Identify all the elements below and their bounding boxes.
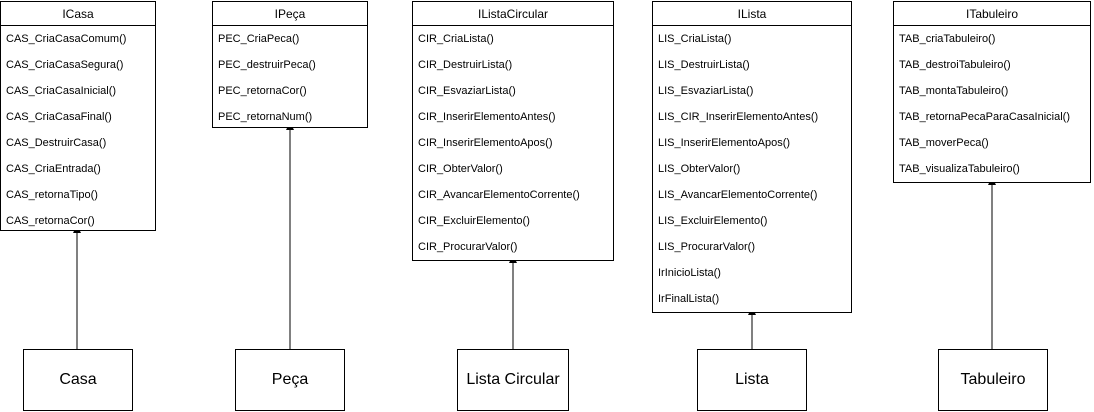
method-item: TAB_destroiTabuleiro() [899,59,1011,71]
tabuleiro-class-box[interactable]: Tabuleiro [938,349,1048,411]
method-item: TAB_retornaPecaParaCasaInicial() [899,111,1070,123]
method-item: LIS_DestruirLista() [658,59,750,71]
method-item: CAS_DestruirCasa() [6,137,107,149]
method-item: CIR_EsvaziarLista() [418,85,516,97]
method-item: PEC_retornaNum() [218,111,313,123]
ilista-method-list: LIS_CriaLista() LIS_DestruirLista() LIS_… [653,26,851,314]
ilistacircular-method-list: CIR_CriaLista() CIR_DestruirLista() CIR_… [413,26,613,262]
method-item: CAS_CriaEntrada() [6,163,101,175]
icasa-title: ICasa [1,2,155,26]
method-item: CIR_ObterValor() [418,163,503,175]
method-item: TAB_criaTabuleiro() [899,33,996,45]
method-item: TAB_moverPeca() [899,137,989,149]
method-item: CIR_DestruirLista() [418,59,513,71]
method-item: LIS_ExcluirElemento() [658,215,768,227]
ilista-title: ILista [653,2,851,26]
method-item: CAS_CriaCasaInicial() [6,85,117,97]
method-item: LIS_EsvaziarLista() [658,85,754,97]
method-item: CIR_ProcurarValor() [418,241,518,253]
method-item: CIR_InserirElementoAntes() [418,111,556,123]
method-item: IrInicioLista() [658,267,721,279]
method-item: CAS_CriaCasaFinal() [6,111,112,123]
method-item: PEC_retornaCor() [218,85,307,97]
method-item: CAS_CriaCasaComum() [6,33,127,45]
method-item: TAB_visualizaTabuleiro() [899,163,1020,175]
ilista-interface-box[interactable]: ILista LIS_CriaLista() LIS_DestruirLista… [652,1,852,313]
method-item: CAS_retornaCor() [6,215,95,227]
itabuleiro-title: ITabuleiro [894,2,1090,26]
method-item: LIS_ObterValor() [658,163,741,175]
itabuleiro-interface-box[interactable]: ITabuleiro TAB_criaTabuleiro() TAB_destr… [893,1,1091,183]
method-item: CIR_InserirElementoApos() [418,137,553,149]
casa-class-box[interactable]: Casa [23,349,133,411]
method-item: LIS_AvancarElementoCorrente() [658,189,818,201]
method-item: LIS_CriaLista() [658,33,732,45]
method-item: CIR_AvancarElementoCorrente() [418,189,580,201]
ilistacircular-interface-box[interactable]: IListaCircular CIR_CriaLista() CIR_Destr… [412,1,614,261]
method-item: CAS_CriaCasaSegura() [6,59,124,71]
ipeca-method-list: PEC_CriaPeca() PEC_destruirPeca() PEC_re… [213,26,367,132]
lista-class-box[interactable]: Lista [697,349,807,411]
ipeca-interface-box[interactable]: IPeça PEC_CriaPeca() PEC_destruirPeca() … [212,1,368,128]
icasa-interface-box[interactable]: ICasa CAS_CriaCasaComum() CAS_CriaCasaSe… [0,1,156,231]
icasa-method-list: CAS_CriaCasaComum() CAS_CriaCasaSegura()… [1,26,155,236]
peca-class-box[interactable]: Peça [235,349,345,411]
method-item: TAB_montaTabuleiro() [899,85,1009,97]
ipeca-title: IPeça [213,2,367,26]
method-item: LIS_InserirElementoApos() [658,137,791,149]
method-item: PEC_CriaPeca() [218,33,300,45]
method-item: LIS_ProcurarValor() [658,241,755,253]
method-item: CIR_ExcluirElemento() [418,215,530,227]
method-item: PEC_destruirPeca() [218,59,316,71]
itabuleiro-method-list: TAB_criaTabuleiro() TAB_destroiTabuleiro… [894,26,1090,184]
method-item: CAS_retornaTipo() [6,189,98,201]
method-item: CIR_CriaLista() [418,33,494,45]
ilistacircular-title: IListaCircular [413,2,613,26]
method-item: LIS_CIR_InserirElementoAntes() [658,111,819,123]
method-item: IrFinalLista() [658,293,720,305]
lista-circular-class-box[interactable]: Lista Circular [457,349,569,411]
